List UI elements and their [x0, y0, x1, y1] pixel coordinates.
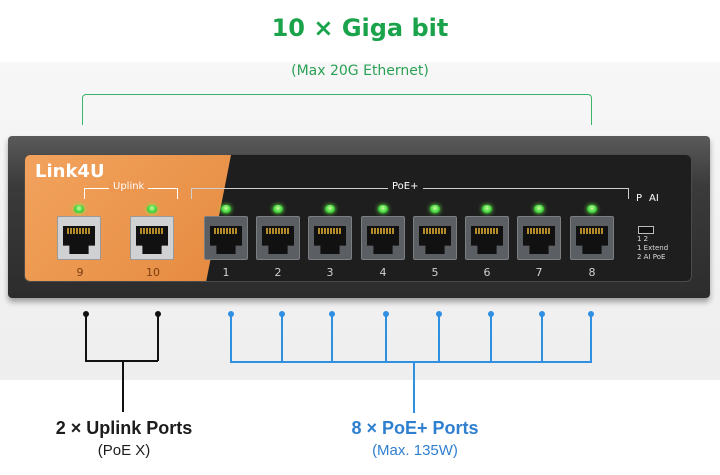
poe-callout-note: (Max. 135W) [372, 442, 458, 459]
poe-line-5 [438, 315, 440, 362]
headline: 10 × Giga bit [271, 14, 449, 42]
poe-port-5[interactable] [413, 216, 457, 260]
poe-port-7[interactable] [517, 216, 561, 260]
led-port-5 [430, 205, 440, 213]
dip-switch[interactable] [638, 226, 654, 234]
uplink-dot-10 [155, 311, 161, 317]
dip-ai-poe-label: 2 AI PoE [637, 253, 666, 261]
poe-dot-4 [383, 311, 389, 317]
poe-dot-7 [539, 311, 545, 317]
port-number-5: 5 [431, 266, 439, 279]
led-port-2 [273, 205, 283, 213]
dip-extend-label: 1 Extend [637, 244, 669, 252]
poe-join-line [230, 361, 592, 363]
poe-dot-6 [488, 311, 494, 317]
port-number-7: 7 [535, 266, 543, 279]
poe-line-1 [230, 315, 232, 362]
led-port-1 [221, 205, 231, 213]
uplink-port-9[interactable] [57, 216, 101, 260]
poe-dot-3 [329, 311, 335, 317]
led-port-4 [378, 205, 388, 213]
uplink-callout-title: 2 × Uplink Ports [55, 418, 193, 438]
poe-group-label: PoE+ [388, 181, 423, 192]
poe-port-3[interactable] [308, 216, 352, 260]
uplink-line-9 [85, 315, 87, 361]
led-port-8 [587, 205, 597, 213]
brand-logo: Link4U [35, 161, 105, 182]
led-port-9 [74, 205, 84, 213]
port-number-6: 6 [483, 266, 491, 279]
headline-subtitle: (Max 20G Ethernet) [291, 63, 429, 79]
power-indicator-label: P [636, 193, 643, 204]
poe-line-8 [590, 315, 592, 362]
poe-callout-title: 8 × PoE+ Ports [351, 418, 479, 438]
port-number-4: 4 [379, 266, 387, 279]
led-port-3 [325, 205, 335, 213]
poe-port-1[interactable] [204, 216, 248, 260]
poe-line-6 [490, 315, 492, 362]
uplink-group-label: Uplink [109, 181, 149, 192]
uplink-join-line [85, 360, 158, 362]
poe-line-3 [331, 315, 333, 362]
port-number-1: 1 [222, 266, 230, 279]
poe-port-4[interactable] [361, 216, 405, 260]
uplink-stem-line [122, 360, 124, 412]
uplink-port-10[interactable] [130, 216, 174, 260]
led-port-6 [482, 205, 492, 213]
poe-port-2[interactable] [256, 216, 300, 260]
switch-front-panel: Link4U Uplink PoE+ 9 10 1 2 3 4 5 6 7 8 … [24, 154, 692, 282]
uplink-group-bracket: Uplink [84, 181, 178, 199]
poe-line-4 [385, 315, 387, 362]
dip-position-label: 1 2 [637, 235, 649, 243]
port-number-2: 2 [274, 266, 282, 279]
ai-indicator-label: AI [649, 193, 659, 204]
poe-port-6[interactable] [465, 216, 509, 260]
poe-line-7 [541, 315, 543, 362]
poe-group-bracket: PoE+ [191, 181, 629, 199]
uplink-callout-note: (PoE X) [97, 442, 151, 459]
port-number-9: 9 [76, 266, 84, 279]
led-port-7 [534, 205, 544, 213]
poe-dot-2 [279, 311, 285, 317]
port-number-3: 3 [326, 266, 334, 279]
uplink-line-10 [157, 315, 159, 361]
poe-port-8[interactable] [570, 216, 614, 260]
port-number-10: 10 [146, 266, 160, 279]
gigabit-bracket [82, 94, 592, 125]
poe-dot-8 [588, 311, 594, 317]
port-number-8: 8 [588, 266, 596, 279]
poe-dot-5 [436, 311, 442, 317]
poe-stem-line [413, 361, 415, 413]
poe-line-2 [281, 315, 283, 362]
led-port-10 [147, 205, 157, 213]
uplink-dot-9 [83, 311, 89, 317]
poe-dot-1 [228, 311, 234, 317]
